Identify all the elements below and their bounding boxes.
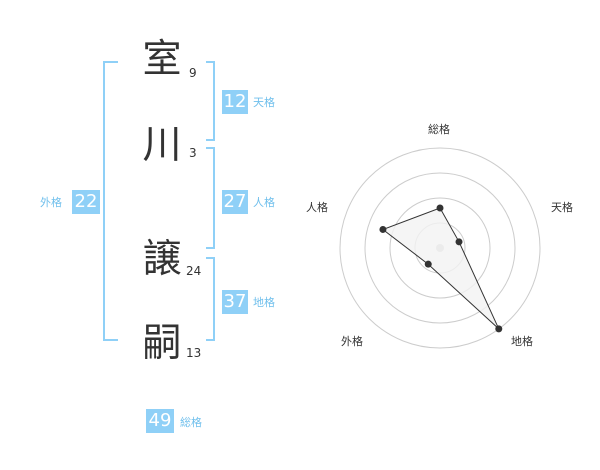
soukaku-label: 総格 (180, 416, 202, 429)
name-char-1: 室 (142, 37, 182, 82)
name-char-2: 川 (142, 123, 182, 168)
gaikaku-label: 外格 (40, 196, 62, 209)
chikaku-bracket (206, 257, 215, 341)
radar-label-tenkaku: 天格 (551, 201, 573, 214)
jinkaku-value: 27 (222, 190, 248, 214)
chikaku-value: 37 (222, 290, 248, 314)
radar-label-chikaku: 地格 (511, 335, 533, 348)
name-char-4: 嗣 (142, 321, 182, 366)
name-char-3: 譲 (142, 237, 182, 282)
jinkaku-bracket (206, 147, 215, 249)
gaikaku-value: 22 (72, 190, 100, 214)
radar-point-4 (424, 260, 432, 268)
stroke-count-1: 9 (189, 66, 197, 80)
radar-polygon (381, 207, 500, 330)
radar-point-5 (379, 225, 387, 233)
radar-label-soukaku: 総格 (428, 123, 450, 136)
radar-label-jinkaku: 人格 (306, 201, 328, 214)
outer-bracket (103, 61, 118, 341)
stroke-count-4: 13 (186, 346, 202, 360)
tenkaku-value: 12 (222, 90, 248, 114)
stroke-count-3: 24 (186, 264, 202, 278)
tenkaku-bracket (206, 61, 215, 141)
radar-point-3 (495, 325, 503, 333)
radar-point-2 (455, 238, 463, 246)
chikaku-label: 地格 (253, 296, 275, 309)
radar-ring-2 (389, 197, 491, 299)
radar-point-1 (436, 204, 444, 212)
radar-ring-4 (339, 147, 541, 349)
tenkaku-label: 天格 (253, 96, 275, 109)
stroke-count-2: 3 (189, 146, 197, 160)
radar-label-gaikaku: 外格 (341, 335, 363, 348)
jinkaku-label: 人格 (253, 196, 275, 209)
soukaku-value: 49 (146, 409, 174, 433)
radar-ring-3 (364, 172, 516, 324)
